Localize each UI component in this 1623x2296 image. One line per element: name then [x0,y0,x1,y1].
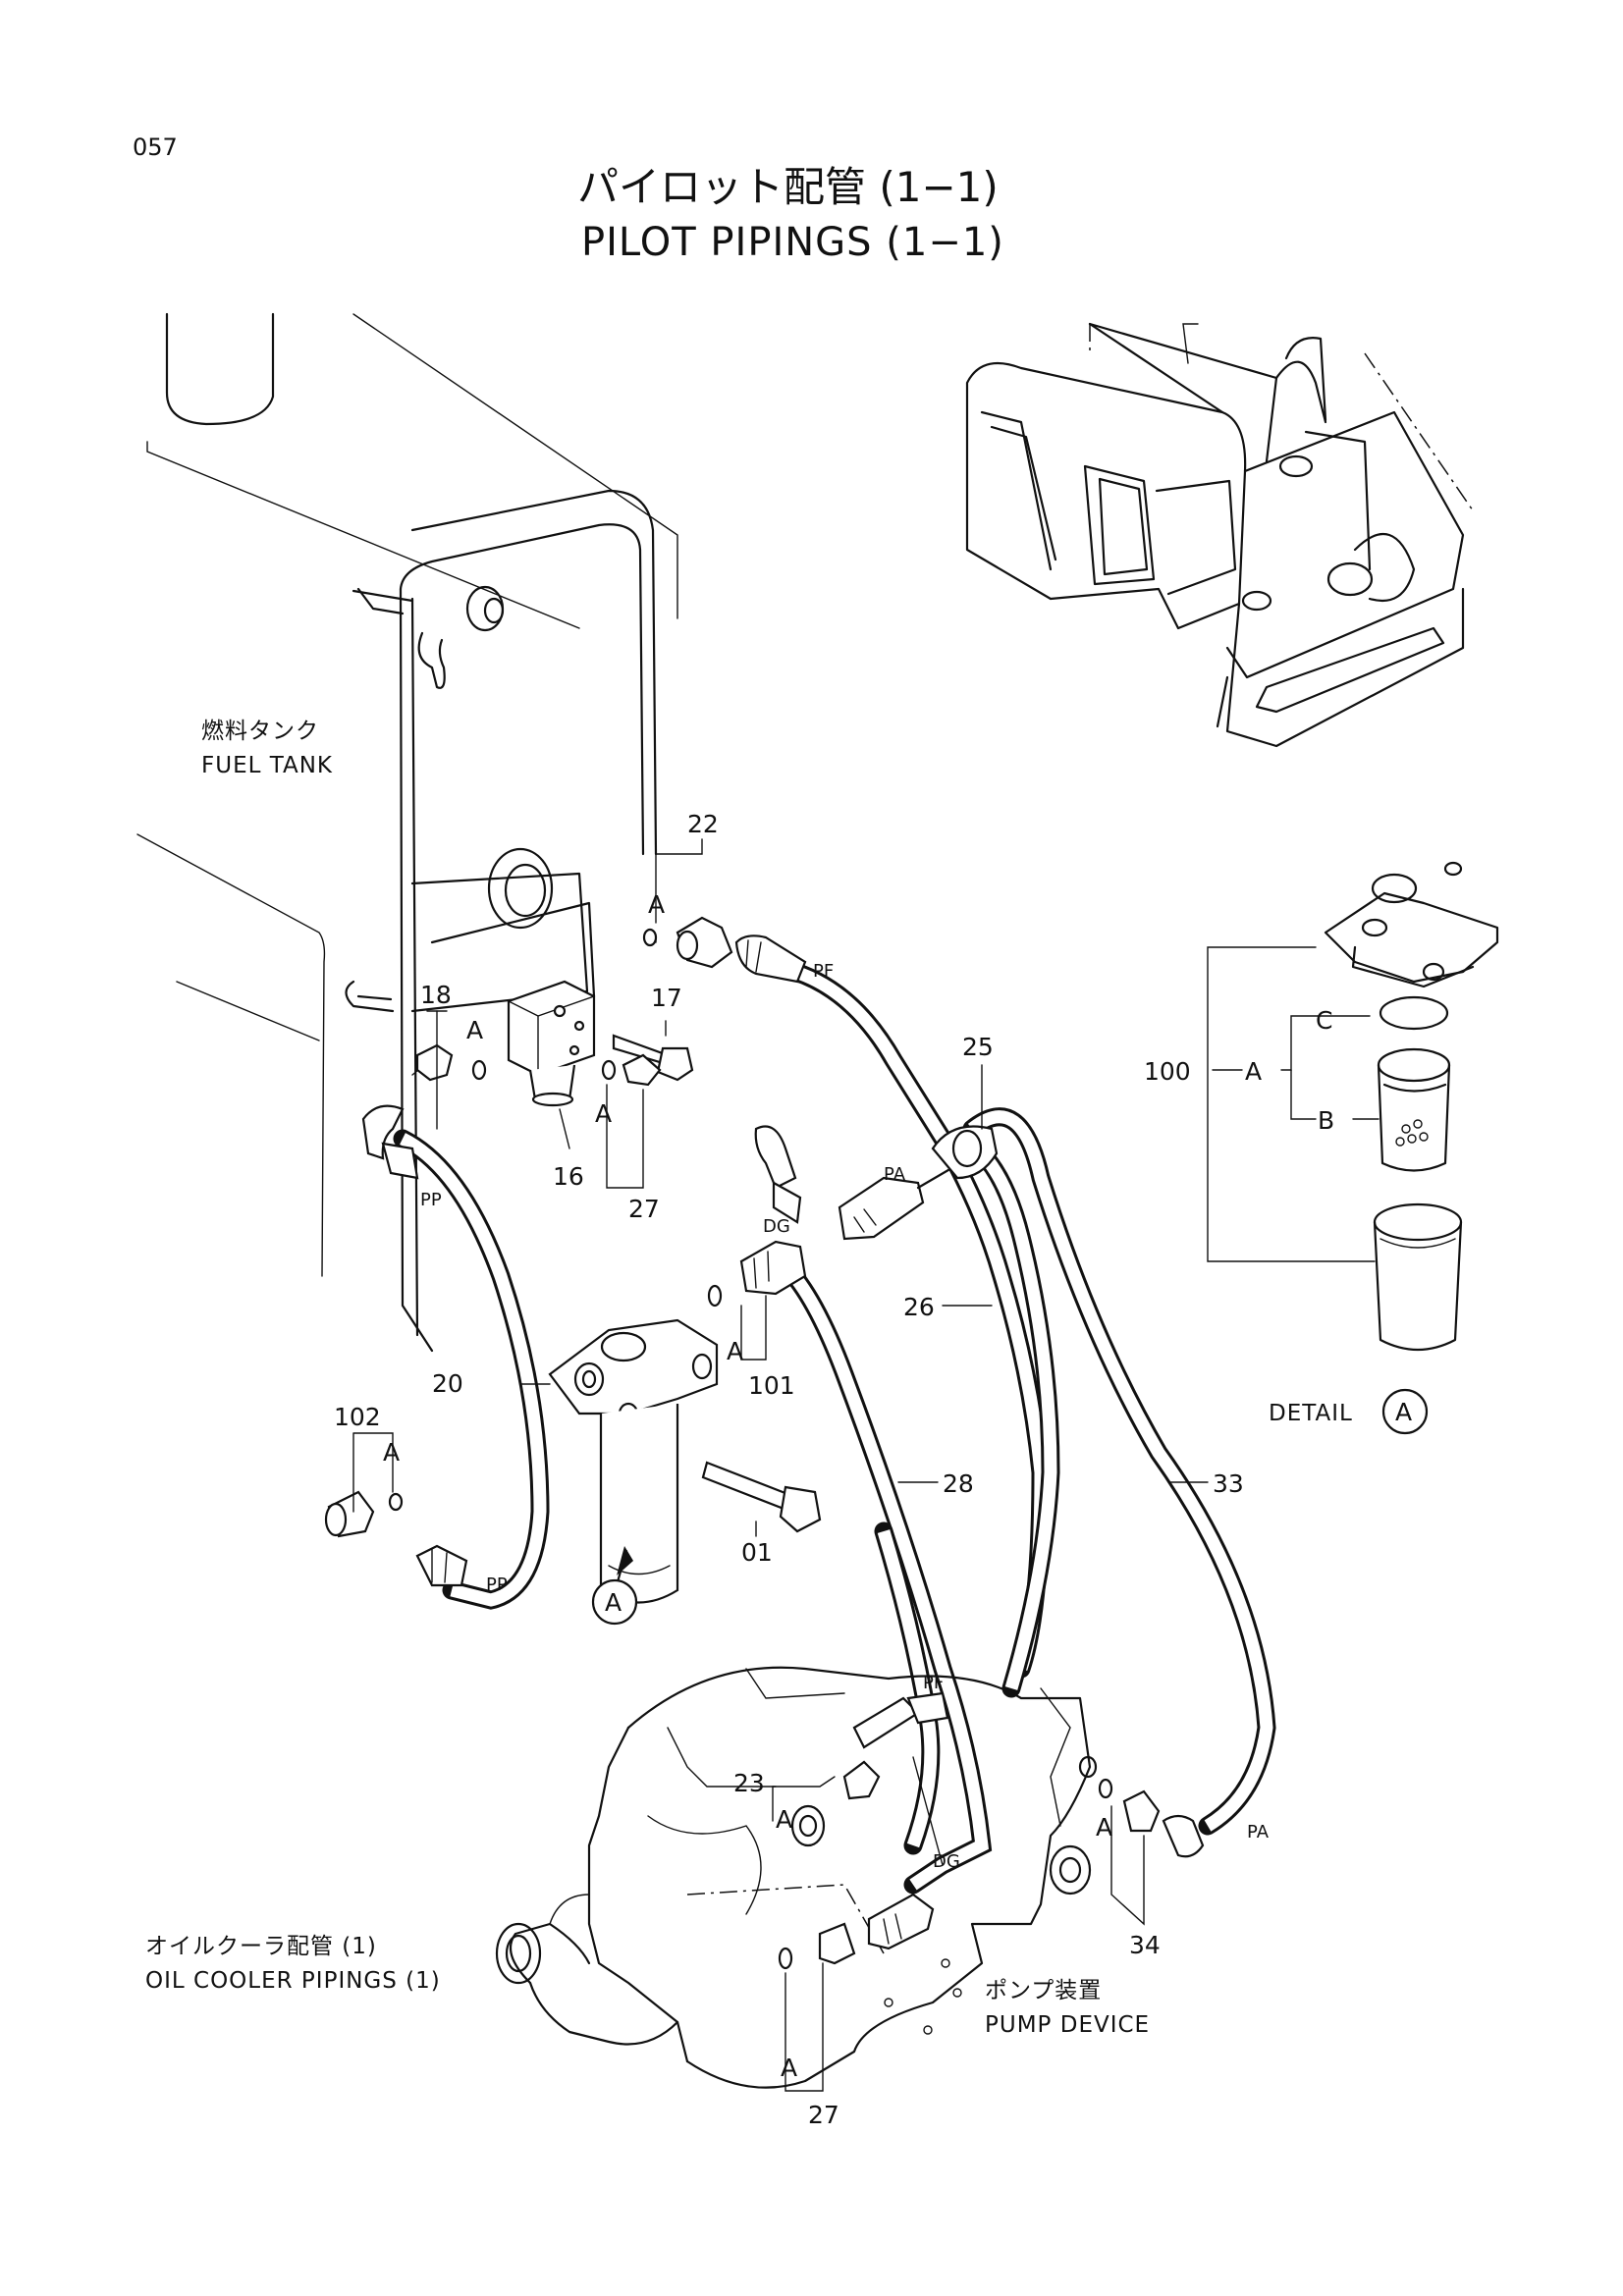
port-label-pf-lower: PF [923,1673,944,1693]
fitting-34 [1098,1778,1205,1858]
fitting-27-upper [601,1053,662,1087]
line-filter [548,1318,719,1604]
fuel-tank [136,312,678,1353]
part-label-20: 20 [432,1369,463,1398]
bolt-01 [701,1461,822,1533]
callout-a-filter-letter: A [605,1588,622,1617]
detail-letter-b: B [1318,1106,1334,1135]
ref-a-101: A [727,1337,743,1365]
part-label-34: 34 [1129,1931,1161,1959]
ref-a-23: A [776,1805,792,1834]
fitting-pp-lower [415,1544,468,1587]
part-label-01: 01 [741,1538,773,1567]
title-english: PILOT PIPINGS (1−1) [581,220,1004,265]
fitting-18 [415,1043,487,1082]
ref-a-27-lower: A [781,2054,797,2082]
fitting-102 [324,1490,404,1538]
callout-a-detail-letter: A [1395,1398,1412,1426]
fitting-pf-upper [734,934,807,984]
hose-20 [393,1129,550,1610]
caption-fuel-tank-jp: 燃料タンク [201,719,319,744]
part-label-33: 33 [1213,1469,1244,1498]
callout-a-detail: A [1381,1388,1429,1435]
fitting-pa-upper [838,1151,979,1241]
caption-oil-cooler-jp: オイルクーラ配管 (1) [145,1934,377,1959]
fitting-27-lower [778,1922,856,1970]
port-label-dg-upper: DG [763,1216,790,1237]
part-label-27-upper: 27 [628,1195,660,1223]
page-number: 057 [133,133,178,161]
detail-letter-c: C [1316,1006,1332,1035]
clamp-25 [931,1125,999,1180]
detail-letter-a: A [1245,1057,1262,1086]
fitting-dg-elbow [754,1125,802,1224]
port-label-pa-upper: PA [884,1164,906,1185]
part-label-16: 16 [553,1162,584,1191]
fitting-101 [707,1240,807,1308]
caption-pump-jp: ポンプ装置 [985,1978,1102,2003]
title-japanese: パイロット配管 (1−1) [577,163,999,211]
port-label-dg-lower: DG [933,1851,960,1872]
ref-a-102: A [383,1438,400,1467]
pump-device [495,1666,1098,2089]
port-label-pp-lower: PP [486,1575,508,1595]
caption-oil-cooler-en: OIL COOLER PIPINGS (1) [145,1968,441,1994]
caption-fuel-tank-en: FUEL TANK [201,753,333,778]
ref-a-22: A [648,890,665,919]
fitting-22 [642,916,733,969]
ref-a-18: A [466,1016,483,1044]
part-label-27-lower: 27 [808,2101,839,2129]
fitting-dg-lower [867,1893,935,1950]
ref-a-34: A [1096,1813,1112,1842]
bolt-17 [612,1034,694,1082]
part-label-18: 18 [420,981,452,1009]
fitting-pp-upper [361,1104,419,1180]
fitting-23 [790,1691,949,1847]
part-label-26: 26 [903,1293,935,1321]
detail-a-filter [1207,861,1499,1352]
port-label-pf-upper: PF [813,961,834,982]
block-valve [507,980,596,1107]
caption-detail: DETAIL [1269,1401,1353,1426]
part-label-102: 102 [334,1403,381,1431]
hose-26 [952,1129,1060,1698]
part-label-100: 100 [1144,1057,1191,1086]
part-label-101: 101 [748,1371,795,1400]
caption-pump-en: PUMP DEVICE [985,2012,1150,2038]
callout-a-filter: A [591,1546,638,1626]
part-label-25: 25 [962,1033,994,1061]
port-label-pp-upper: PP [420,1190,442,1210]
ref-a-27-upper: A [595,1099,612,1128]
port-label-pa-lower: PA [1247,1822,1270,1842]
part-label-23: 23 [733,1769,765,1797]
part-label-22: 22 [687,810,719,838]
part-label-28: 28 [943,1469,974,1498]
excavator-overview [965,322,1474,748]
part-label-17: 17 [651,984,682,1012]
hose-28 [776,1256,993,1895]
hose-33 [962,1107,1276,1836]
leader-lines [352,838,1209,2092]
